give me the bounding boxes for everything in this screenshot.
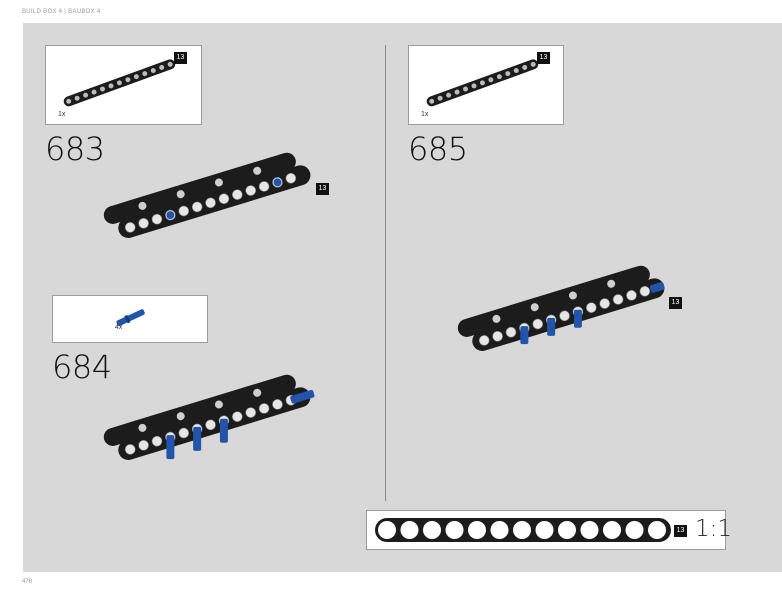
step-684-model-image: [103, 374, 315, 460]
blue-pin-part-image: [116, 309, 145, 327]
part-quantity: 1x: [58, 111, 66, 118]
page-number: 478: [22, 579, 33, 585]
build-box-header: BUILD BOX 4 | BAUBOX 4: [22, 9, 101, 15]
part-quantity: 1x: [421, 111, 429, 118]
scale-ruler-box: 13: [366, 510, 726, 550]
beam-13-part-image: [63, 59, 176, 107]
parts-box-683: 1x 13: [45, 45, 202, 125]
step-number-683: 683: [45, 130, 105, 168]
part-length-tag: 13: [537, 52, 550, 64]
step-number-685: 685: [408, 130, 468, 168]
part-length-tag: 13: [174, 52, 187, 64]
step-number-684: 684: [52, 348, 112, 386]
column-divider: [385, 45, 386, 501]
part-quantity: 4x: [115, 324, 123, 331]
step-683-model-image: [103, 152, 311, 238]
model-length-tag: 13: [316, 183, 329, 195]
scale-label: 1:1: [695, 516, 733, 542]
model-length-tag: 13: [669, 297, 682, 309]
beam-13-scale-image: [375, 518, 671, 542]
parts-box-685: 1x 13: [408, 45, 564, 125]
parts-box-684: 4x: [52, 295, 208, 343]
scale-length-tag: 13: [674, 525, 687, 537]
beam-13-part-image: [426, 59, 539, 107]
step-685-model-image: [457, 265, 665, 351]
